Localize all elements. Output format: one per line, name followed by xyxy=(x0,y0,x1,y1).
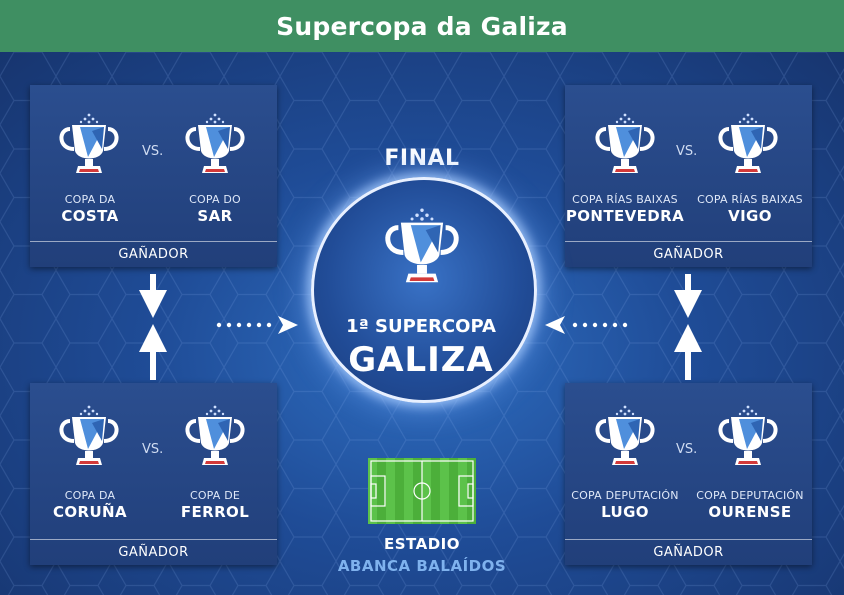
team-home: COPA DA COSTA xyxy=(30,193,150,225)
team-away: COPA RÍAS BAIXAS VIGO xyxy=(690,193,810,225)
winner-label: GAÑADOR xyxy=(565,241,812,267)
venue-name: ABANCA BALAÍDOS xyxy=(337,557,507,575)
final-heading: FINAL xyxy=(384,146,460,171)
supercopa-name: GALIZA xyxy=(348,340,494,380)
vs-label: VS. xyxy=(676,442,698,457)
supercopa-edition: 1ª SUPERCOPA xyxy=(346,316,496,337)
team-away-name: SAR xyxy=(197,207,233,225)
arrow-icon xyxy=(139,324,167,380)
arrow-icon xyxy=(545,316,628,334)
team-away: COPA DE FERROL xyxy=(155,489,275,521)
team-home: COPA RÍAS BAIXAS PONTEVEDRA xyxy=(565,193,685,225)
vs-label: VS. xyxy=(142,442,164,457)
header-bar: Supercopa da Galiza xyxy=(0,0,844,52)
team-home-name: COSTA xyxy=(61,207,119,225)
match-card-bottom-right: VS. COPA DEPUTACIÓN LUGO COPA DEPUTACIÓN… xyxy=(565,383,812,565)
team-away: COPA DEPUTACIÓN OURENSE xyxy=(690,489,810,521)
team-home-name: PONTEVEDRA xyxy=(565,207,685,225)
team-home-competition: COPA DEPUTACIÓN xyxy=(571,489,679,502)
team-away: COPA DO SAR xyxy=(155,193,275,225)
winner-label: GAÑADOR xyxy=(30,241,277,267)
team-home-competition: COPA DA xyxy=(64,489,116,502)
team-home: COPA DEPUTACIÓN LUGO xyxy=(565,489,685,521)
vs-label: VS. xyxy=(142,144,164,159)
team-home-competition: COPA DA xyxy=(64,193,116,206)
arrow-icon xyxy=(674,274,702,318)
final-logo-circle xyxy=(311,177,537,403)
team-away-competition: COPA DE xyxy=(189,489,241,502)
football-pitch-icon xyxy=(368,458,476,524)
team-away-competition: COPA DO xyxy=(189,193,241,206)
arrow-icon xyxy=(216,316,298,334)
match-card-top-right: VS. COPA RÍAS BAIXAS PONTEVEDRA COPA RÍA… xyxy=(565,85,812,267)
team-home-name: LUGO xyxy=(601,503,649,521)
team-home: COPA DA CORUÑA xyxy=(30,489,150,521)
venue-label: ESTADIO xyxy=(383,535,460,553)
match-card-top-left: VS. COPA DA COSTA COPA DO SAR GAÑADOR xyxy=(30,85,277,267)
winner-label: GAÑADOR xyxy=(565,539,812,565)
winner-label: GAÑADOR xyxy=(30,539,277,565)
team-home-name: CORUÑA xyxy=(52,503,128,521)
arrow-icon xyxy=(674,324,702,380)
team-away-name: OURENSE xyxy=(708,503,792,521)
team-away-name: VIGO xyxy=(728,207,772,225)
team-away-competition: COPA RÍAS BAIXAS xyxy=(697,193,803,206)
team-away-name: FERROL xyxy=(180,503,250,521)
page-title: Supercopa da Galiza xyxy=(276,11,568,41)
vs-label: VS. xyxy=(676,144,698,159)
match-card-bottom-left: VS. COPA DA CORUÑA COPA DE FERROL GAÑADO… xyxy=(30,383,277,565)
team-away-competition: COPA DEPUTACIÓN xyxy=(696,489,804,502)
team-home-competition: COPA RÍAS BAIXAS xyxy=(572,193,678,206)
arrow-icon xyxy=(139,274,167,318)
